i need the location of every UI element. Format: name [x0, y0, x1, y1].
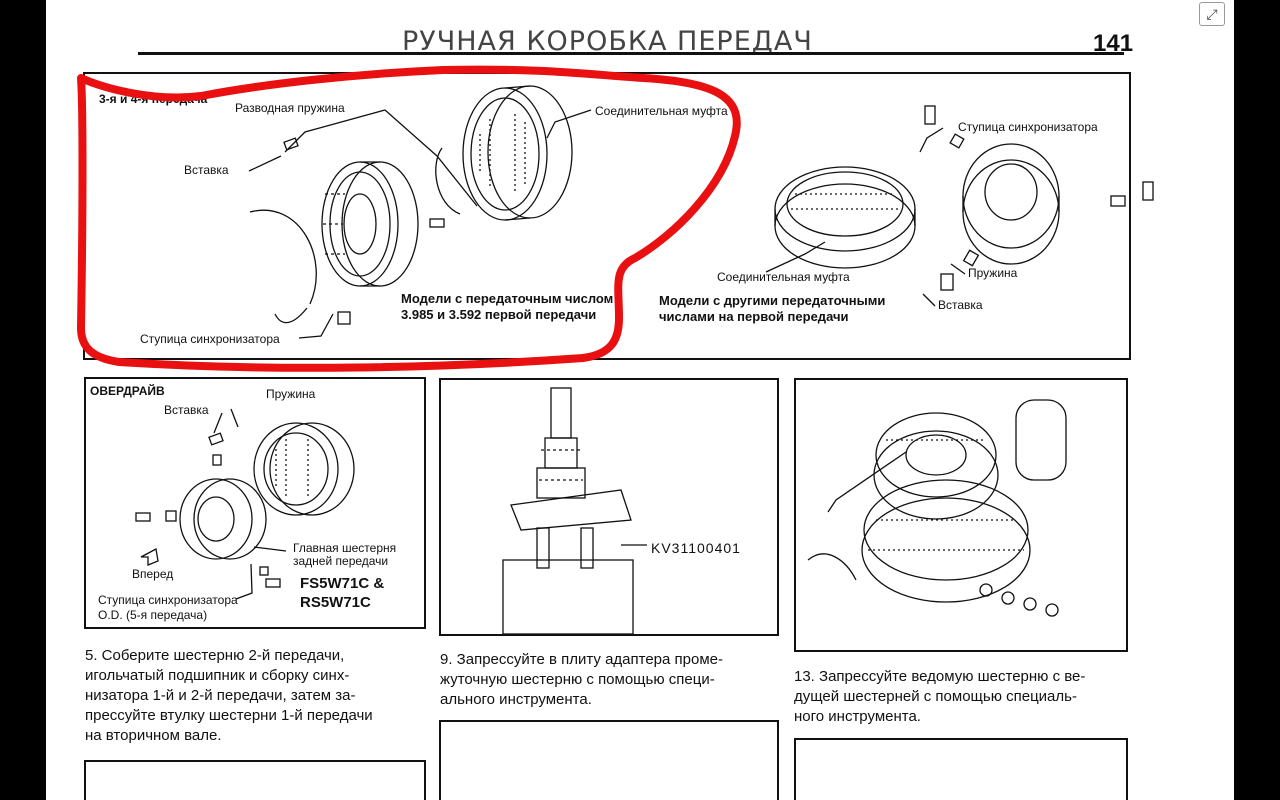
- caption-right: Модели с другими передаточными числами н…: [659, 293, 886, 324]
- header-rule: [138, 52, 1124, 55]
- synchronizer-diagram: 3-я и 4-я передача Разводная пружина Сое…: [83, 72, 1154, 360]
- label-main-gear: Главная шестерня задней передачи: [293, 541, 397, 568]
- overdrive-drawing: [135, 408, 355, 600]
- press-tool-drawing: [502, 387, 647, 635]
- gear-assembly-diagram: [794, 378, 1128, 652]
- manual-page: РУЧНАЯ КОРОБКА ПЕРЕДАЧ 141 ⤢ 3-я и 4-я п…: [46, 0, 1234, 800]
- next-figure-left: [84, 760, 426, 800]
- label-coupling-right: Соединительная муфта: [717, 270, 850, 284]
- page-number: 141: [1093, 30, 1134, 57]
- step-5: 5. Соберите шестерню 2-й передачи, иголь…: [85, 647, 373, 744]
- tool-label: KV31100401: [651, 540, 741, 556]
- label-hub-right: Ступица синхронизатора: [958, 120, 1098, 134]
- overdrive-diagram: ОВЕРДРАЙВ Вставка Пружина Вперед Главная…: [84, 377, 426, 629]
- label-forward: Вперед: [132, 567, 174, 581]
- expand-icon[interactable]: ⤢: [1199, 2, 1225, 26]
- highlight-annotation: [77, 65, 741, 372]
- label-spring-right: Пружина: [968, 266, 1018, 280]
- next-figure-center: [439, 720, 779, 800]
- gear-assembly-drawing: [807, 399, 1067, 617]
- press-tool-diagram: KV31100401: [439, 378, 779, 636]
- label-spring: Разводная пружина: [235, 101, 345, 115]
- label-od-hub: Ступица синхронизатора O.D. (5-я передач…: [98, 593, 238, 622]
- step-13: 13. Запрессуйте ведомую шестерню с ве- д…: [794, 668, 1086, 725]
- label-hub-left: Ступица синхронизатора: [140, 332, 280, 346]
- label-insert-right: Вставка: [938, 298, 983, 312]
- label-coupling-left: Соединительная муфта: [595, 104, 728, 118]
- synchronizer-drawing: [248, 85, 1154, 339]
- label-od-insert: Вставка: [164, 403, 209, 417]
- page-title: РУЧНАЯ КОРОБКА ПЕРЕДАЧ: [402, 26, 813, 57]
- label-insert-left: Вставка: [184, 163, 229, 177]
- label-od-spring: Пружина: [266, 387, 316, 401]
- next-figure-right: [794, 738, 1128, 800]
- overdrive-heading: ОВЕРДРАЙВ: [90, 384, 165, 398]
- model-codes: FS5W71C & RS5W71C: [300, 575, 385, 611]
- caption-left: Модели с передаточным числом 3.985 и 3.5…: [401, 291, 614, 322]
- step-9: 9. Запрессуйте в плиту адаптера проме- ж…: [440, 651, 723, 708]
